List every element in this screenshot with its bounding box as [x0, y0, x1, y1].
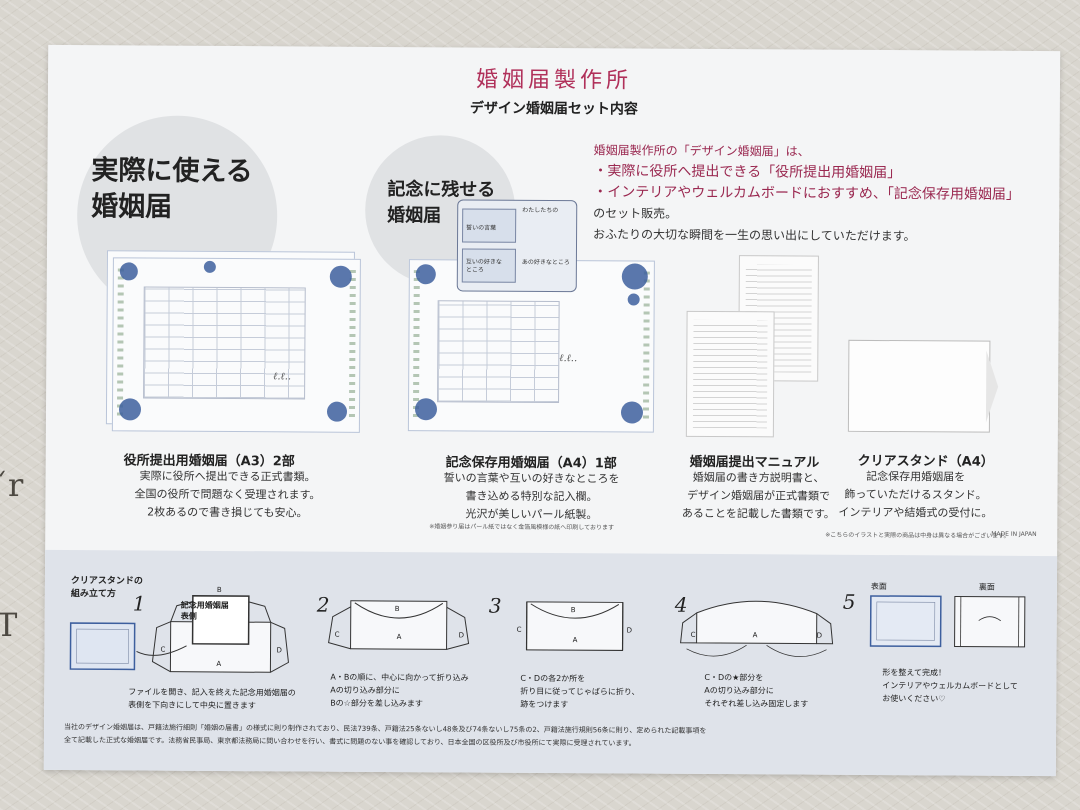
svg-text:C: C — [517, 626, 522, 634]
item-title-official: 役所提出用婚姻届（A3）2部 — [123, 453, 295, 470]
intro-text: 婚姻届製作所の「デザイン婚姻届」は、 ・実際に役所へ提出できる「役所提出用婚姻届… — [593, 143, 1020, 244]
svg-text:D: D — [277, 646, 282, 654]
item-desc-manual: 婚姻届の書き方説明書と、 デザイン婚姻届が正式書類で あることを記載した書類です… — [681, 470, 835, 521]
clear-stand-flap — [985, 350, 999, 423]
step-text-5: 形を整えて完成！ インテリアやウェルカムボードとして お使いください♡ — [882, 668, 1018, 704]
item-title-manual: 婚姻届提出マニュアル — [689, 454, 820, 471]
step-text-2: A・Bの順に、中心に向かって折り込み Aの切り込み部分に Bの☆部分を差し込みま… — [330, 672, 469, 709]
svg-text:A: A — [397, 633, 402, 641]
brand-title: 婚姻届製作所 — [475, 67, 633, 94]
svg-text:B: B — [217, 586, 222, 594]
svg-text:A: A — [216, 660, 221, 668]
clear-stand-illustration — [847, 339, 991, 433]
page-subtitle: デザイン婚姻届セット内容 — [469, 100, 638, 118]
item-desc-official: 実際に役所へ提出できる正式書類。 全国の役所で問題なく受理されます。 2枚あるの… — [134, 469, 321, 520]
step-number-5: 5 — [842, 589, 856, 614]
insert-label: 記念用婚姻届 表側 — [180, 600, 229, 621]
product-sheet: 婚姻届製作所 デザイン婚姻届セット内容 実際に使える 婚姻届 記念に残せる 婚姻… — [43, 44, 1061, 777]
svg-text:D: D — [459, 631, 464, 639]
svg-text:B: B — [395, 605, 400, 613]
step-text-4: C・Dの★部分を Aの切り込み部分に それぞれ差し込み固定します — [704, 672, 809, 709]
svg-text:B: B — [571, 606, 576, 614]
step-2-diagram: B C D A — [328, 600, 470, 650]
svg-text:C: C — [691, 631, 696, 639]
step-1-diagram: B C D A — [69, 586, 289, 673]
item-title-stand: クリアスタンド（A4） — [857, 453, 994, 470]
commemorative-note: ※婚姻参り届はパール紙ではなく金箔風模様の紙へ印刷しております — [429, 523, 614, 532]
step-3-diagram: B C D A — [517, 601, 632, 651]
step-number-3: 3 — [488, 593, 502, 618]
made-in-japan: MADE IN JAPAN — [991, 530, 1037, 538]
svg-text:C: C — [335, 631, 340, 639]
svg-text:A: A — [573, 636, 578, 644]
item-title-commemorative: 記念保存用婚姻届（A4）1部 — [445, 455, 617, 472]
svg-text:C: C — [161, 646, 166, 654]
left-hero-heading: 実際に使える 婚姻届 — [91, 155, 253, 223]
svg-text:D: D — [817, 632, 822, 640]
step-5-diagram — [869, 595, 1026, 648]
step-text-1: ファイルを開き、記入を終えた記念用婚姻届の 表側を下向きにして中央に置きます — [128, 687, 296, 711]
step-text-3: C・Dの各2か所を 折り目に従ってじゃばらに折り、 跡をつけます — [520, 673, 640, 710]
svg-text:D: D — [627, 626, 632, 634]
manual-page-front — [685, 310, 775, 438]
svg-text:A: A — [753, 631, 758, 639]
item-desc-commemorative: 誓いの言葉や互いの好きなところを 書き込める特別な記入欄。 光沢が美しいパール紙… — [443, 471, 620, 522]
background-scribble: T — [0, 606, 18, 644]
commemorative-callout: 誓いの言葉 わたしたちの 互いの好きなところ あの好きなところ — [456, 199, 578, 293]
background-scribble: ˇr — [0, 466, 24, 504]
step-4-diagram: C A D — [680, 600, 834, 658]
stand-note: ※こちらのイラストと実際の商品は中身は異なる場合がございます。 — [825, 531, 1010, 540]
official-form-front: ℓ.ℓ.. — [111, 257, 361, 433]
item-desc-stand: 記念保存用婚姻届を 飾っていただけるスタンド。 インテリアや結婚式の受付に。 — [838, 469, 993, 520]
